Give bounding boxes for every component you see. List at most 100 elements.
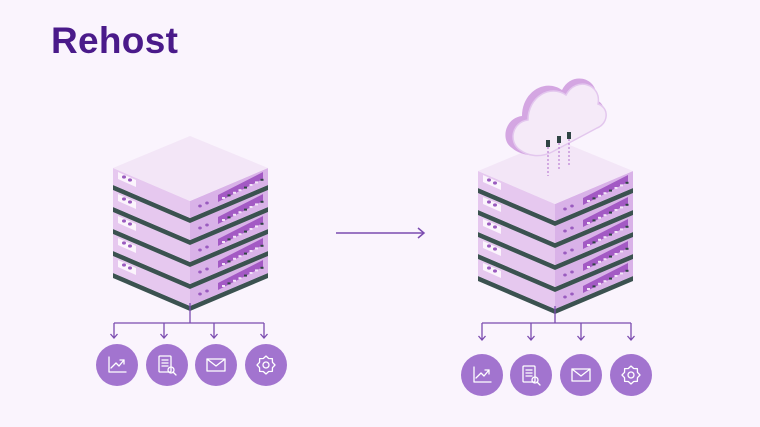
server-led	[205, 245, 209, 249]
server-port	[233, 235, 236, 238]
server-port	[598, 238, 601, 241]
right-connector-lines	[478, 306, 635, 341]
server-led	[493, 269, 497, 273]
server-port	[244, 274, 247, 277]
server-panel	[483, 241, 501, 256]
server-led	[570, 204, 574, 208]
server-led	[122, 175, 126, 179]
server-port	[625, 247, 629, 250]
server-port	[244, 186, 247, 189]
server-led	[205, 289, 209, 293]
arrow-head-icon	[160, 333, 168, 339]
server-led	[128, 200, 132, 204]
icon-circle	[610, 354, 652, 396]
server-port	[238, 211, 242, 214]
server-led	[128, 244, 132, 248]
server-led	[487, 178, 491, 182]
gear-icon	[245, 344, 287, 386]
arrow-head-icon	[527, 335, 535, 341]
server-led	[487, 266, 491, 270]
server-port	[227, 194, 231, 197]
server-led	[205, 223, 209, 227]
server-led	[122, 197, 126, 201]
trend	[110, 359, 125, 369]
server-port	[249, 206, 253, 208]
server-port	[244, 252, 247, 255]
server-port	[233, 279, 236, 282]
server-led	[128, 222, 132, 226]
document-search-icon	[510, 354, 552, 396]
trend-arrow	[119, 359, 125, 365]
icon-circle	[96, 344, 138, 386]
trend	[475, 369, 490, 379]
server-port	[233, 257, 236, 260]
mail-icon	[195, 344, 237, 386]
server-led	[487, 200, 491, 204]
server-panel	[483, 175, 501, 190]
server-panel	[118, 172, 136, 187]
server-led	[205, 267, 209, 271]
on-premises-server	[113, 136, 268, 311]
server-port	[255, 181, 258, 184]
page-title: Rehost	[51, 20, 179, 61]
server-port	[614, 209, 618, 211]
arrow-head-icon	[627, 335, 635, 341]
server-panel	[483, 219, 501, 234]
server-port	[598, 216, 601, 219]
document	[158, 355, 172, 373]
server-port	[625, 225, 629, 228]
magnifier	[531, 376, 539, 384]
server-port	[614, 275, 618, 277]
mail-icon	[560, 354, 602, 396]
axis	[108, 356, 127, 373]
gear-hub	[262, 361, 270, 369]
server-port	[609, 189, 612, 192]
server-port	[238, 233, 242, 236]
server-port	[249, 228, 253, 230]
server-port	[249, 272, 253, 274]
server-panel	[483, 263, 501, 278]
server-port	[249, 184, 253, 186]
gear-icon	[610, 354, 652, 396]
server-led	[563, 273, 567, 277]
server-port	[260, 266, 264, 269]
envelope	[571, 368, 591, 382]
icon-circle	[195, 344, 237, 386]
server-port	[233, 191, 236, 194]
server-led	[570, 248, 574, 252]
server-led	[198, 270, 202, 274]
server-port	[260, 178, 264, 181]
server-port	[222, 263, 225, 265]
server-port	[598, 282, 601, 285]
axis	[473, 366, 492, 383]
server-port	[603, 192, 607, 195]
server-panel	[483, 197, 501, 212]
cloud-icon	[505, 78, 607, 176]
server-top	[478, 139, 633, 204]
server-port	[260, 244, 264, 247]
server-port	[592, 197, 596, 200]
server-led	[198, 226, 202, 230]
server-port	[620, 184, 623, 187]
server-panel	[118, 260, 136, 275]
server-led	[493, 181, 497, 185]
server-port	[625, 203, 629, 206]
server-port	[587, 244, 590, 246]
server-led	[487, 222, 491, 226]
server-led	[198, 248, 202, 252]
server-led	[205, 201, 209, 205]
server-port	[603, 214, 607, 217]
server-port	[614, 231, 618, 233]
server-port	[238, 277, 242, 280]
server-port	[620, 250, 623, 253]
icon-circle	[461, 354, 503, 396]
gear-outline	[621, 365, 641, 385]
server-port	[609, 277, 612, 280]
document-search-icon	[146, 344, 188, 386]
icon-circle	[146, 344, 188, 386]
server-led	[563, 207, 567, 211]
envelope-flap	[206, 358, 226, 367]
server-led	[570, 292, 574, 296]
server-led	[128, 178, 132, 182]
server-port	[260, 222, 264, 225]
